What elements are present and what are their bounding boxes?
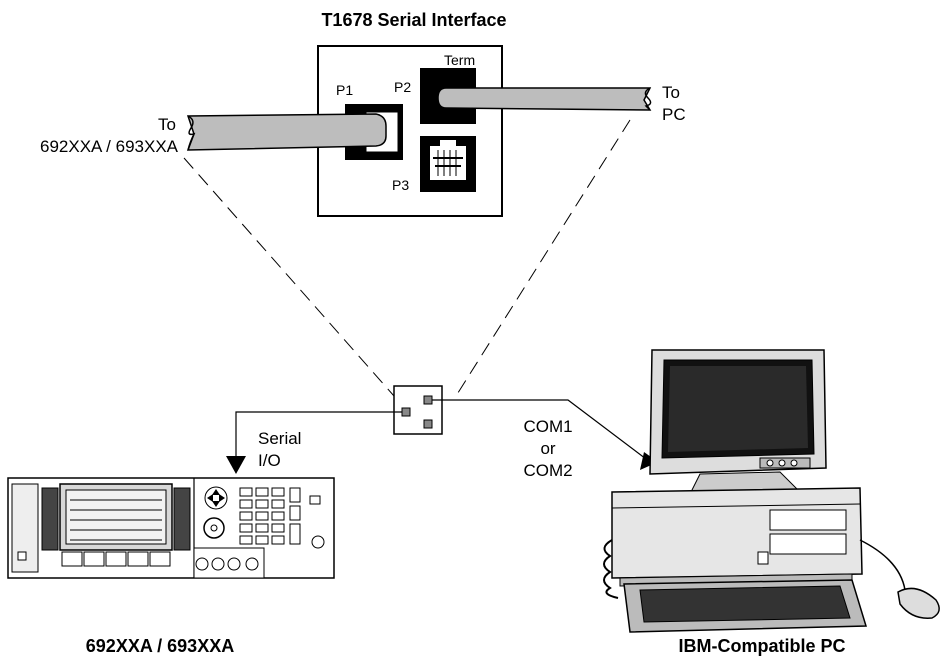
serial-io-label-2: I/O xyxy=(258,451,281,470)
right-cable-to-label: To xyxy=(662,83,680,102)
interface-title: T1678 Serial Interface xyxy=(321,10,506,30)
serial-io-label-1: Serial xyxy=(258,429,301,448)
port-p3-label: P3 xyxy=(392,177,409,193)
port-p3 xyxy=(420,136,476,192)
term-label: Term xyxy=(444,52,475,68)
instrument-label: 692XXA / 693XXA xyxy=(86,636,234,656)
right-cable xyxy=(437,87,652,111)
com-line xyxy=(432,399,651,463)
instrument-front-panel xyxy=(7,477,335,579)
left-cable xyxy=(186,113,387,151)
serial-io-arrow xyxy=(226,456,246,474)
port-p1-label: P1 xyxy=(336,82,353,98)
port-p2-label: P2 xyxy=(394,79,411,95)
com-label-1: COM1 xyxy=(523,417,572,436)
left-cable-device-label: 692XXA / 693XXA xyxy=(40,137,179,156)
pc-illustration xyxy=(603,349,940,633)
com-label-2: or xyxy=(540,439,555,458)
left-cable-to-label: To xyxy=(158,115,176,134)
serial-io-line xyxy=(235,411,402,456)
com-arrow xyxy=(640,452,658,470)
dashed-projection-left xyxy=(183,157,395,397)
com-label-3: COM2 xyxy=(523,461,572,480)
pc-label: IBM-Compatible PC xyxy=(678,636,845,656)
dashed-projection-right xyxy=(455,119,631,397)
interface-module xyxy=(393,385,443,435)
right-cable-pc-label: PC xyxy=(662,105,686,124)
